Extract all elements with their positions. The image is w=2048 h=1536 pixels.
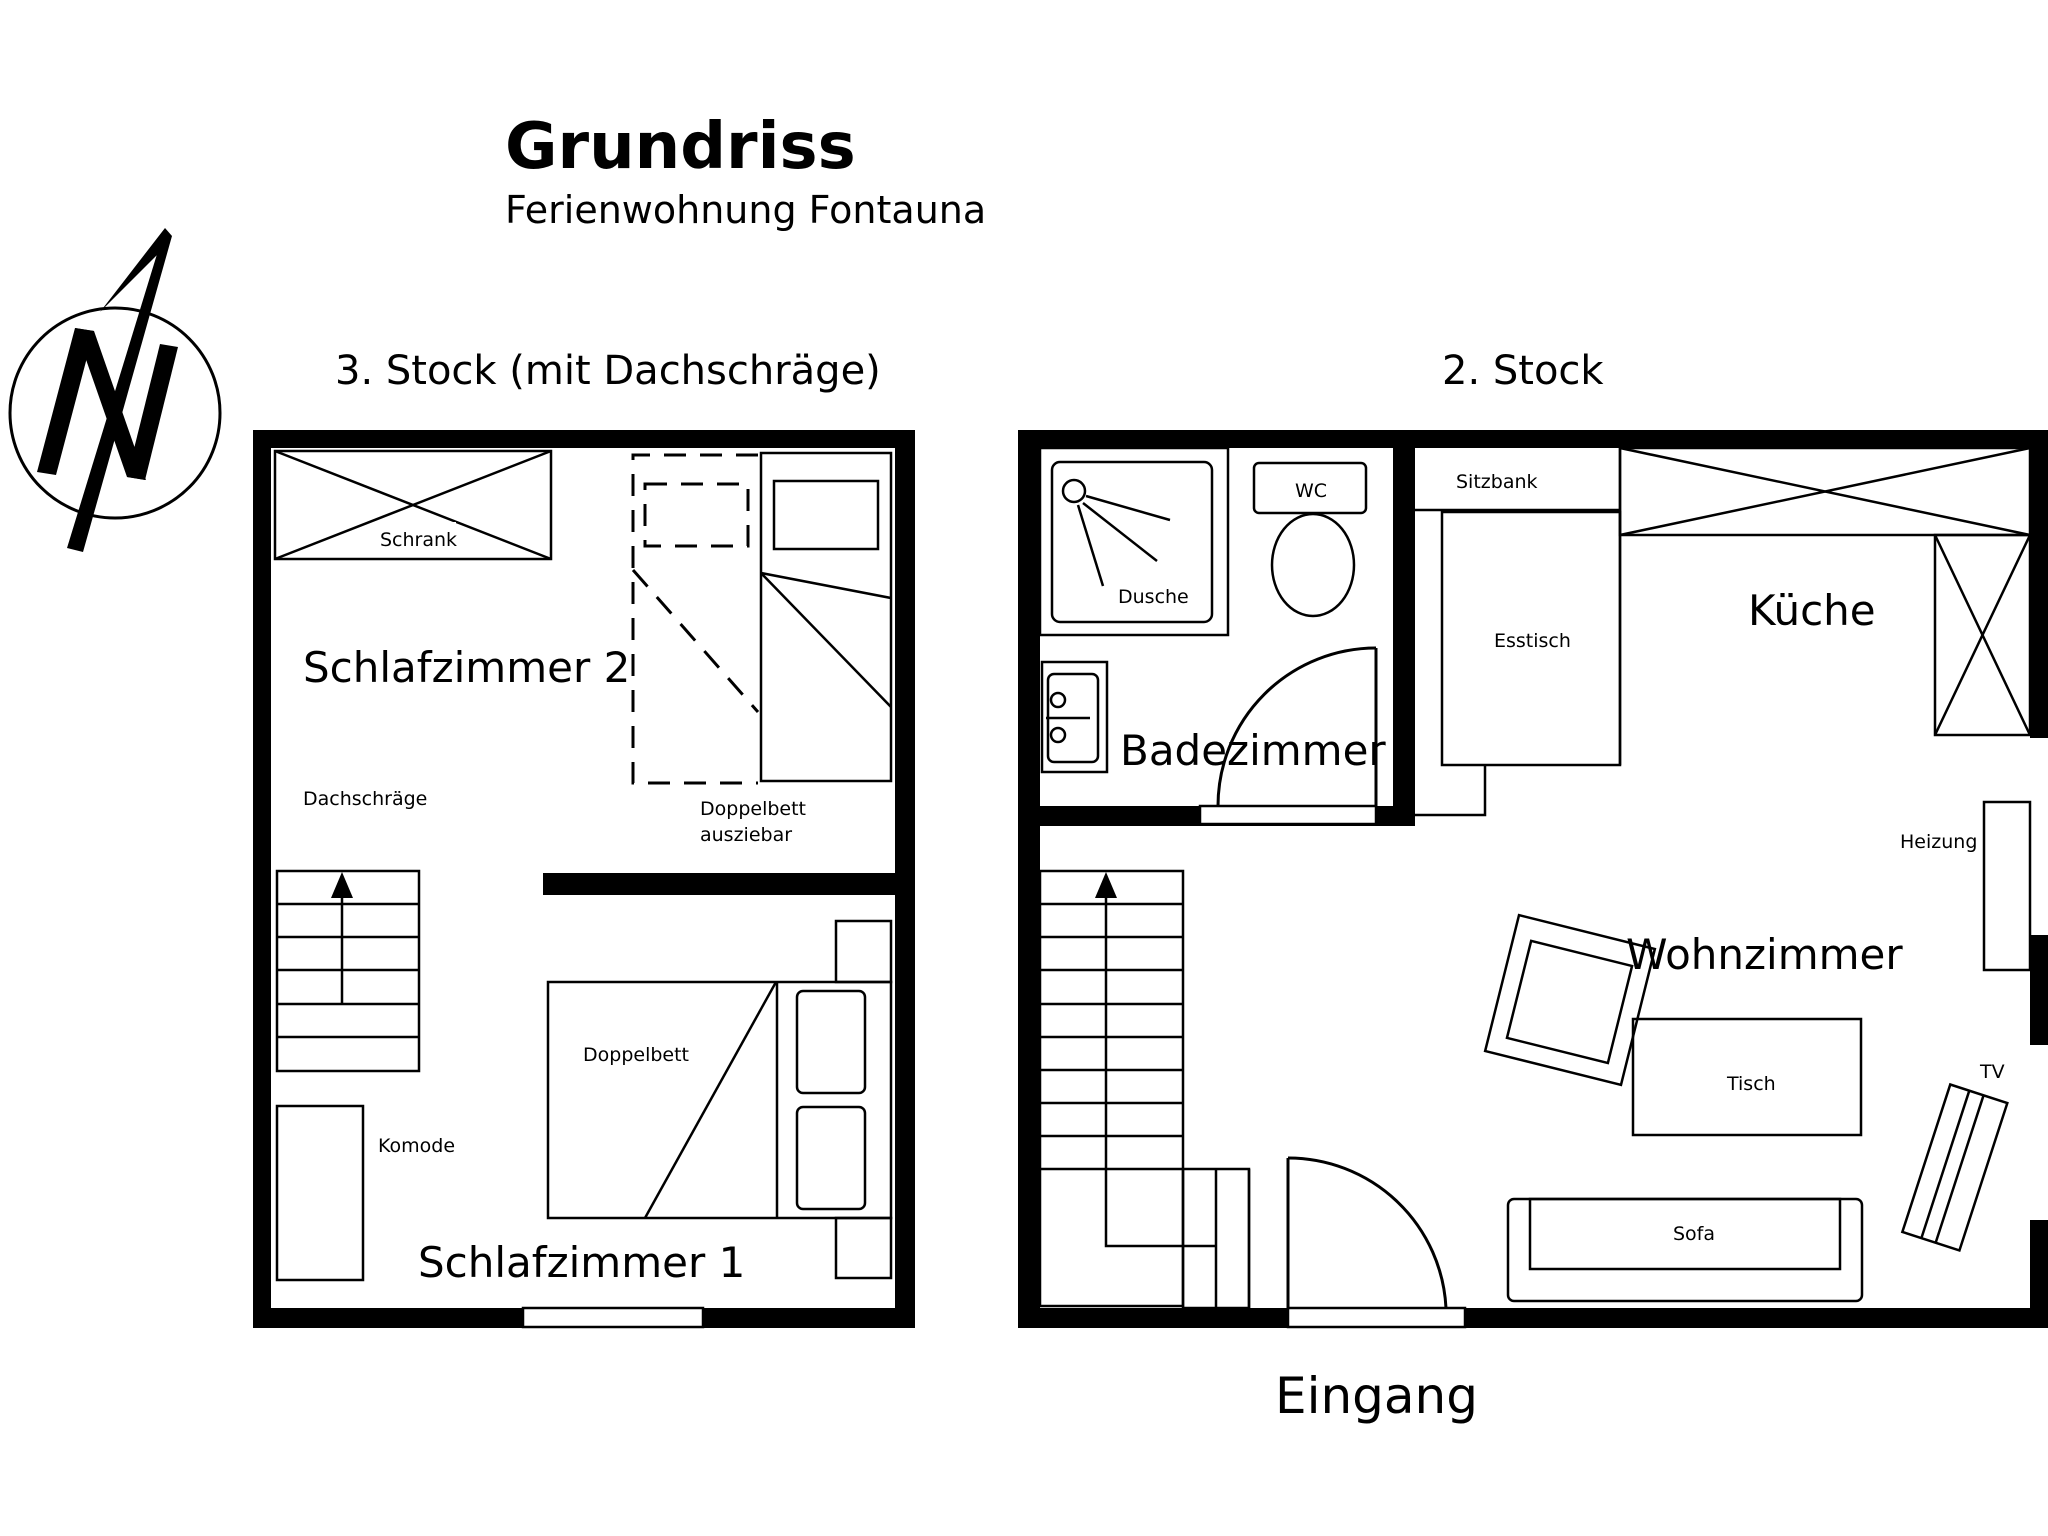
sofa: Sofa (1506, 1197, 1864, 1303)
double-bed-label: Doppelbett (583, 1044, 689, 1066)
dining-table: Sitzbank Esstisch (1415, 448, 1622, 817)
tv-label: TV (1979, 1061, 2005, 1083)
room-badezimmer: Badezimmer (1120, 726, 1386, 775)
double-bed: Doppelbett (546, 919, 893, 1280)
sofa-label: Sofa (1673, 1223, 1715, 1245)
tv: TV (1900, 1061, 2009, 1253)
floor-label-2: 2. Stock (1442, 348, 1604, 394)
room-wohnzimmer: Wohnzimmer (1626, 930, 1903, 979)
floor-plan-3: Schrank Doppelbett ausziebar Schlafzimme… (253, 430, 915, 1329)
shower-label: Dusche (1118, 586, 1189, 608)
wardrobe-label: Schrank (380, 529, 457, 551)
dining-table-label: Esstisch (1494, 630, 1571, 652)
entrance-door (1286, 1156, 1448, 1309)
coffee-table-label: Tisch (1726, 1073, 1776, 1095)
bench-label: Sitzbank (1456, 471, 1538, 493)
dresser-label: Komode (378, 1135, 455, 1157)
staircase (1038, 869, 1251, 1310)
pullout-bed-label-2: ausziebar (700, 824, 792, 846)
wardrobe: Schrank (273, 449, 553, 561)
page-title: Grundriss (505, 110, 856, 184)
coffee-table: Tisch (1631, 1017, 1863, 1137)
entrance-label: Eingang (1275, 1367, 1478, 1425)
floor-label-3: 3. Stock (mit Dachschräge) (335, 348, 881, 394)
pullout-bed: Doppelbett ausziebar (631, 451, 893, 846)
heater-label: Heizung (1900, 831, 1977, 853)
sloped-roof-label: Dachschräge (303, 788, 427, 810)
staircase (275, 869, 421, 1073)
page-subtitle: Ferienwohnung Fontauna (505, 188, 986, 232)
shower: Dusche (1038, 446, 1230, 637)
heater: Heizung (1900, 800, 2032, 972)
north-arrow-icon (8, 228, 222, 552)
room-schlafzimmer-1: Schlafzimmer 1 (418, 1238, 745, 1287)
sink (1040, 660, 1109, 774)
room-kueche: Küche (1748, 586, 1876, 635)
pullout-bed-label-1: Doppelbett (700, 798, 806, 820)
bathroom-door (1216, 646, 1378, 807)
armchair (1483, 913, 1657, 1087)
floor-plan-2: Dusche WC Badezimmer Sitzbank (1018, 430, 2048, 1329)
room-schlafzimmer-2: Schlafzimmer 2 (303, 643, 630, 692)
kitchen-counter (1618, 446, 2032, 737)
toilet-label: WC (1295, 480, 1327, 502)
dresser: Komode (275, 1104, 455, 1282)
toilet: WC (1252, 461, 1368, 618)
